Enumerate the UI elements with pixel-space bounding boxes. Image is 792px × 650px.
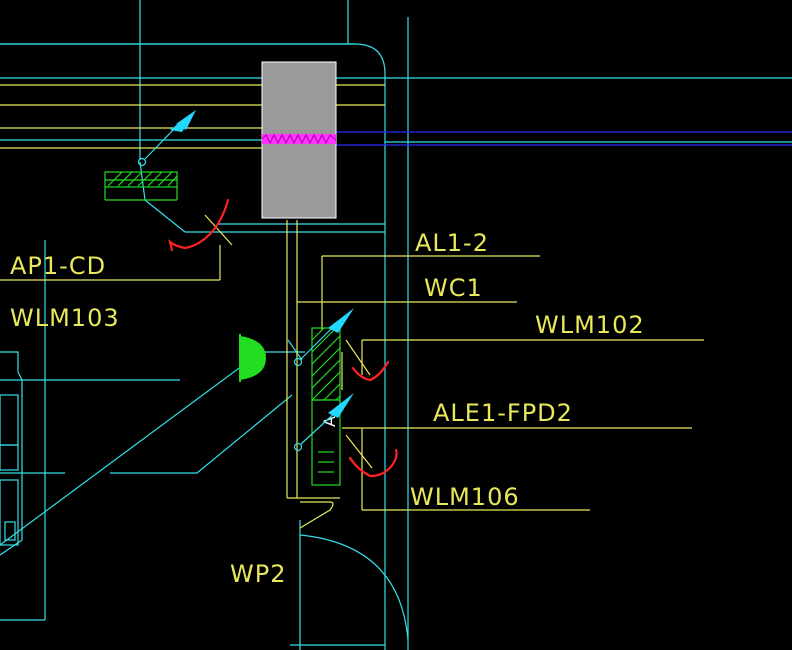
cyan-node-top: [137, 124, 179, 167]
label-wp2: WP2: [230, 560, 286, 588]
cyan-nodes-center: [293, 319, 341, 452]
half-disc-fixture[interactable]: [239, 334, 266, 382]
label-wc1: WC1: [424, 274, 483, 302]
label-ale1-fpd2: ALE1-FPD2: [433, 399, 573, 427]
label-ap1-cd: AP1-CD: [10, 252, 106, 280]
labels: AP1-CD WLM103 AL1-2 WC1 WLM102 ALE1-FPD2…: [10, 229, 645, 588]
green-fixture-top[interactable]: [104, 171, 178, 201]
label-wlm106: WLM106: [410, 483, 520, 511]
red-annotations: [168, 198, 398, 478]
label-al1-2: AL1-2: [415, 229, 489, 257]
blue-lines: [335, 131, 792, 146]
green-fixture-center[interactable]: [311, 327, 341, 486]
mark-a-label: A: [320, 416, 339, 427]
leader-ticks: [204, 214, 373, 469]
arrow-icon: [328, 393, 354, 418]
distribution-panel[interactable]: [261, 61, 337, 219]
arrow-icon: [328, 308, 354, 333]
label-wlm102: WLM102: [535, 311, 645, 339]
panel-divider-zigzag: [262, 134, 336, 144]
label-wlm103: WLM103: [10, 304, 120, 332]
